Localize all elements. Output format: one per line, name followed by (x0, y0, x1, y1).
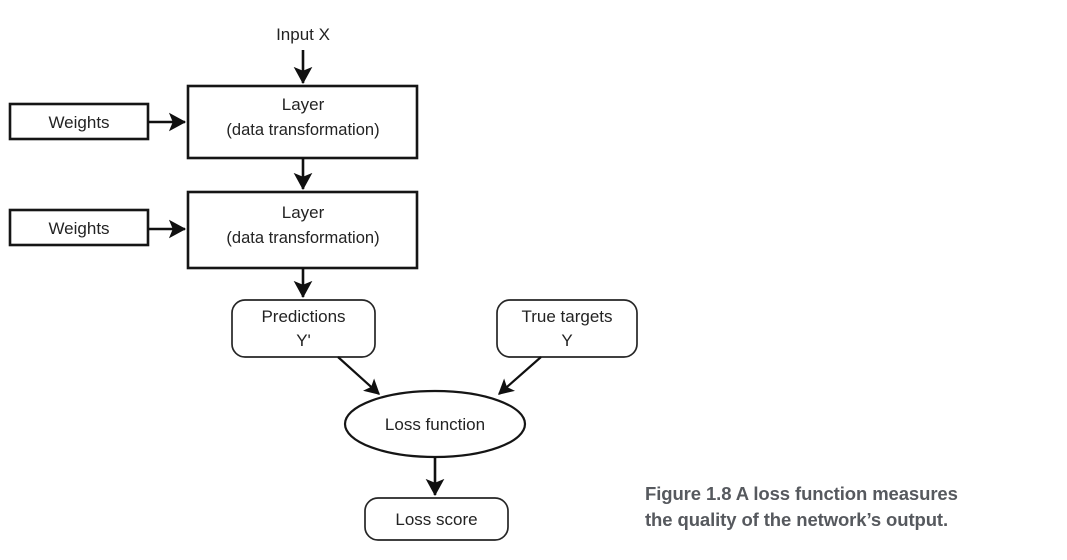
figure-caption-line-2: the quality of the network’s output. (645, 509, 949, 530)
layer-box-2[interactable] (186, 190, 419, 270)
edge-predictions-to-loss (337, 356, 380, 395)
true-targets-box-subtitle: Y (561, 331, 572, 350)
layer-box-1-subtitle: (data transformation) (226, 121, 379, 139)
layer-box-2-subtitle: (data transformation) (226, 229, 379, 247)
loss-score-label: Loss score (395, 510, 477, 529)
figure-caption-line-1: Figure 1.8 A loss function measures (645, 483, 958, 504)
figure-caption: Figure 1.8 A loss function measures the … (645, 481, 1065, 533)
true-targets-box[interactable] (496, 299, 638, 358)
weights-box-2-label: Weights (48, 219, 109, 238)
layer-box-2-title: Layer (282, 203, 325, 222)
loss-function-label: Loss function (385, 415, 485, 434)
weights-box-2[interactable] (8, 208, 150, 247)
true-targets-box-title: True targets (521, 307, 612, 326)
layer-box-1[interactable] (186, 84, 419, 160)
predictions-box-title: Predictions (261, 307, 345, 326)
loss-score-box[interactable] (364, 497, 509, 541)
predictions-box-subtitle: Y' (296, 331, 311, 350)
layer-box-1-title: Layer (282, 95, 325, 114)
predictions-box[interactable] (231, 299, 376, 358)
edge-targets-to-loss (498, 356, 542, 395)
input-label: Input X (276, 25, 330, 44)
weights-box-1-label: Weights (48, 113, 109, 132)
